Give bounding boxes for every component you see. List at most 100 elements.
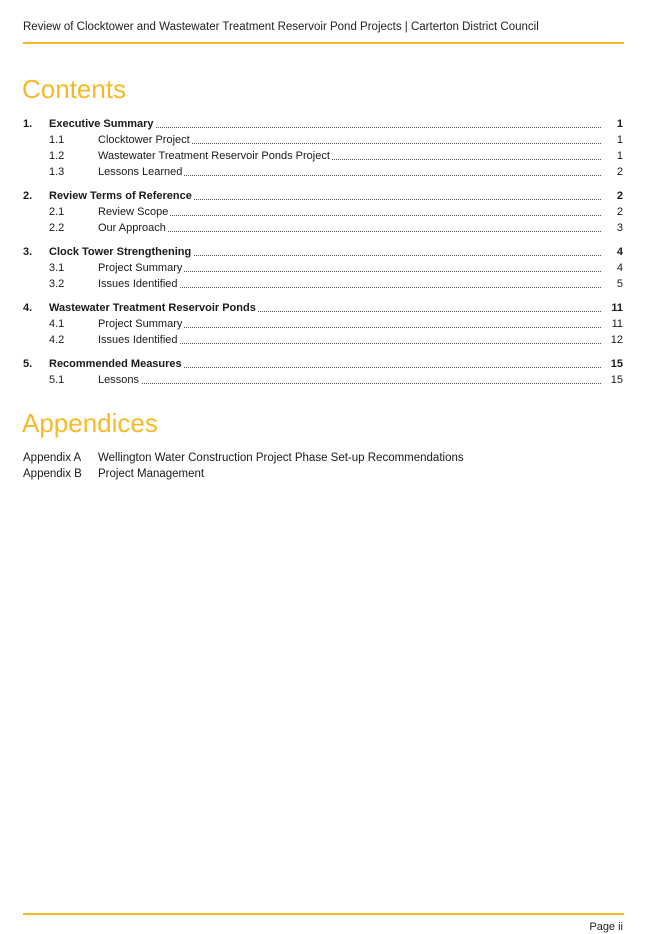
toc-dot-leader (98, 287, 601, 288)
toc-label-wrap: Review Scope (98, 204, 601, 220)
toc-label: Issues Identified (98, 334, 180, 346)
footer-rule (23, 913, 624, 915)
toc-entry[interactable]: 1.1 Clocktower Project 1 (23, 132, 623, 148)
toc-number: 4.2 (49, 334, 65, 346)
toc-number: 2. (23, 190, 33, 202)
toc-label: Recommended Measures (49, 358, 184, 370)
toc-label-wrap: Lessons Learned (98, 164, 601, 180)
toc-entry[interactable]: 2. Review Terms of Reference 2 (23, 188, 623, 204)
toc-label: Lessons Learned (98, 166, 185, 178)
toc-label-wrap: Wastewater Treatment Reservoir Ponds Pro… (98, 148, 601, 164)
toc-page-number: 11 (611, 302, 623, 314)
toc-dot-leader (49, 367, 601, 368)
toc-number: 1.2 (49, 150, 65, 162)
toc-label: Wastewater Treatment Reservoir Ponds (49, 302, 258, 314)
toc-dot-leader (98, 383, 601, 384)
toc-dot-leader (98, 271, 601, 272)
page-number: Page ii (589, 921, 623, 933)
appendices-heading: Appendices (22, 408, 158, 438)
toc-label: Clock Tower Strengthening (49, 246, 194, 258)
toc-dot-leader (49, 127, 601, 128)
toc-number: 1.1 (49, 134, 65, 146)
toc-label-wrap: Lessons (98, 372, 601, 388)
toc-entry[interactable]: 5.1 Lessons 15 (23, 372, 623, 388)
toc-dot-leader (98, 159, 601, 160)
toc-page-number: 2 (616, 166, 623, 178)
toc-number: 5. (23, 358, 33, 370)
toc-label-wrap: Project Summary (98, 260, 601, 276)
toc-entry[interactable]: 4.2 Issues Identified 12 (23, 332, 623, 348)
toc-label: Clocktower Project (98, 134, 192, 146)
table-of-contents: 1. Executive Summary 1 1.1 Clocktower Projec… (23, 116, 623, 388)
toc-label-wrap: Recommended Measures (49, 356, 601, 372)
toc-number: 3. (23, 246, 33, 258)
toc-entry[interactable]: 3.2 Issues Identified 5 (23, 276, 623, 292)
appendix-list: Appendix A Wellington Water Construction … (23, 450, 623, 482)
toc-entry[interactable]: 5. Recommended Measures 15 (23, 356, 623, 372)
toc-page-number: 3 (616, 222, 623, 234)
toc-entry[interactable]: 1.3 Lessons Learned 2 (23, 164, 623, 180)
toc-dot-leader (49, 255, 601, 256)
toc-number: 4. (23, 302, 33, 314)
toc-page-number: 1 (616, 150, 623, 162)
toc-label: Executive Summary (49, 118, 156, 130)
appendix-entry[interactable]: Appendix B Project Management (23, 466, 623, 482)
toc-label-wrap: Project Summary (98, 316, 601, 332)
toc-page-number: 15 (610, 358, 623, 370)
toc-number: 5.1 (49, 374, 65, 386)
toc-page-number: 5 (616, 278, 623, 290)
toc-label: Our Approach (98, 222, 168, 234)
toc-entry[interactable]: 2.1 Review Scope 2 (23, 204, 623, 220)
toc-entry[interactable]: 4.1 Project Summary 11 (23, 316, 623, 332)
appendix-key: Appendix A (23, 452, 82, 464)
appendix-title: Wellington Water Construction Project Ph… (98, 452, 464, 464)
toc-label: Review Terms of Reference (49, 190, 194, 202)
toc-dot-leader (98, 175, 601, 176)
toc-number: 1.3 (49, 166, 65, 178)
toc-page-number: 15 (610, 374, 623, 386)
toc-label: Wastewater Treatment Reservoir Ponds Pro… (98, 150, 332, 162)
toc-number: 1. (23, 118, 33, 130)
toc-label-wrap: Issues Identified (98, 276, 601, 292)
toc-page-number: 1 (616, 134, 623, 146)
toc-label-wrap: Clock Tower Strengthening (49, 244, 601, 260)
toc-label-wrap: Wastewater Treatment Reservoir Ponds (49, 300, 601, 316)
document-header: Review of Clocktower and Wastewater Trea… (23, 21, 539, 33)
toc-dot-leader (98, 231, 601, 232)
contents-heading: Contents (22, 74, 127, 104)
toc-label-wrap: Review Terms of Reference (49, 188, 601, 204)
toc-label-wrap: Issues Identified (98, 332, 601, 348)
toc-page-number: 2 (616, 206, 623, 218)
toc-entry[interactable]: 2.2 Our Approach 3 (23, 220, 623, 236)
toc-label-wrap: Our Approach (98, 220, 601, 236)
appendix-entry[interactable]: Appendix A Wellington Water Construction … (23, 450, 623, 466)
toc-number: 2.1 (49, 206, 65, 218)
toc-label: Project Summary (98, 318, 185, 330)
toc-page-number: 12 (610, 334, 623, 346)
header-rule (23, 42, 624, 44)
toc-label: Review Scope (98, 206, 171, 218)
toc-dot-leader (98, 343, 601, 344)
toc-page-number: 11 (611, 318, 623, 330)
toc-page-number: 1 (616, 118, 623, 130)
toc-entry[interactable]: 1. Executive Summary 1 (23, 116, 623, 132)
toc-number: 3.1 (49, 262, 65, 274)
toc-label: Project Summary (98, 262, 185, 274)
toc-entry[interactable]: 1.2 Wastewater Treatment Reservoir Ponds … (23, 148, 623, 164)
toc-dot-leader (49, 199, 601, 200)
toc-page-number: 2 (616, 190, 623, 202)
appendix-title: Project Management (98, 468, 205, 480)
toc-number: 3.2 (49, 278, 65, 290)
toc-label-wrap: Executive Summary (49, 116, 601, 132)
toc-dot-leader (49, 311, 601, 312)
toc-number: 4.1 (49, 318, 65, 330)
appendix-key: Appendix B (23, 468, 82, 480)
toc-label-wrap: Clocktower Project (98, 132, 601, 148)
toc-dot-leader (98, 215, 601, 216)
toc-entry[interactable]: 4. Wastewater Treatment Reservoir Ponds 11 (23, 300, 623, 316)
toc-number: 2.2 (49, 222, 65, 234)
toc-dot-leader (98, 327, 601, 328)
toc-label: Lessons (98, 374, 141, 386)
